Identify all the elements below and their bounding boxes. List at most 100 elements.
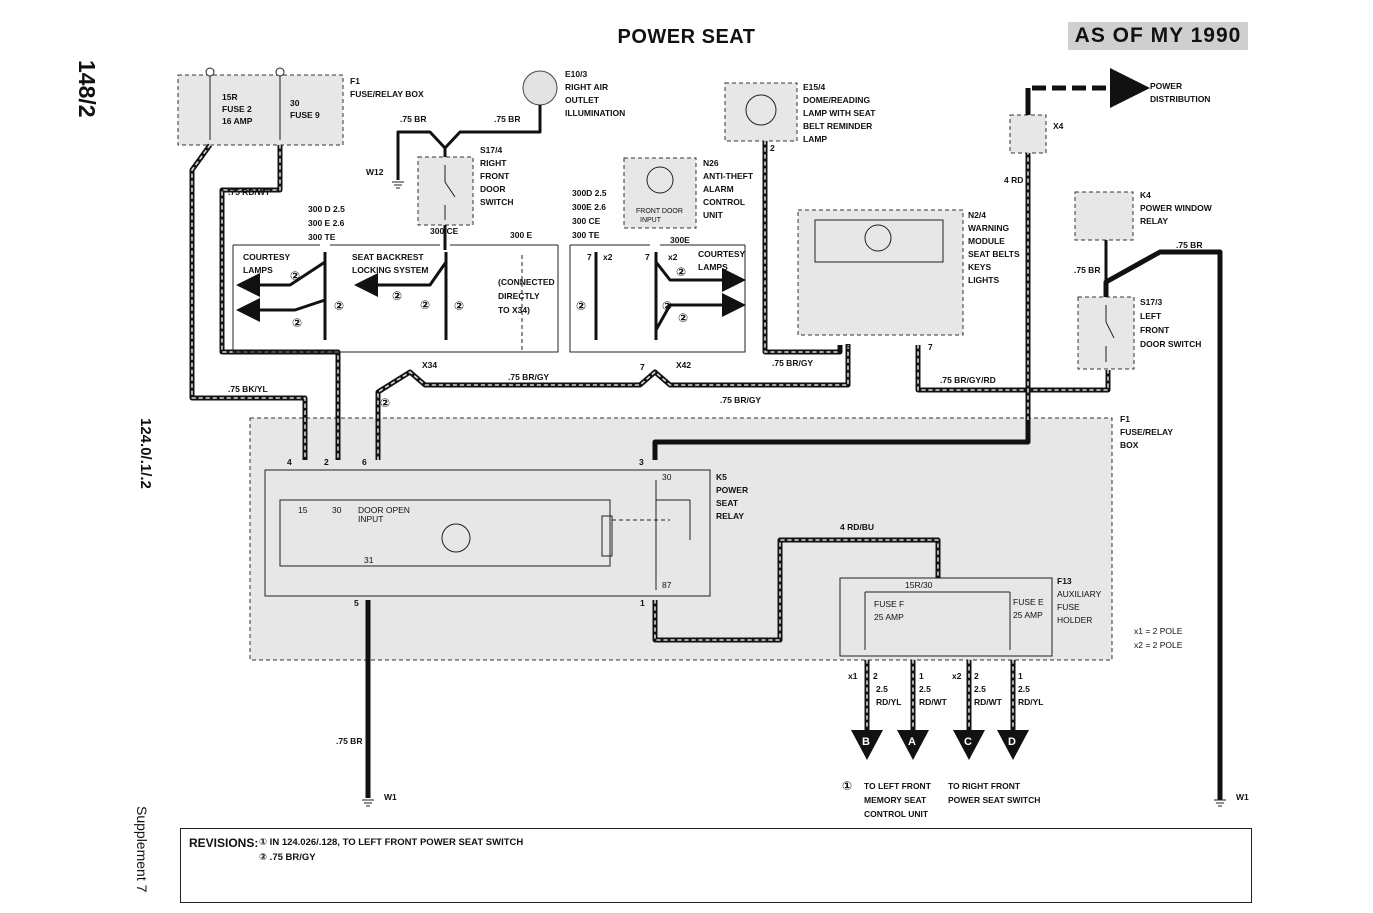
connector-c-icon [953,730,985,760]
wire-75brgyrd: .75 BR/GY/RD [940,375,996,385]
k5-door-2: INPUT [358,514,384,524]
n2-4-warning-module: N2/4 WARNING MODULE SEAT BELTS KEYS LIGH… [797,209,1020,336]
n26-l3: CONTROL [703,197,745,207]
note-2-b: ② [334,299,344,313]
k4-l1: POWER WINDOW [1140,203,1213,213]
s17-4-l2: FRONT [480,171,510,181]
k5-pin-30b: 30 [662,472,672,482]
f1-fuse2-a: 15R [222,92,238,102]
k5-power-seat-relay: 15 30 DOOR OPEN INPUT 31 30 87 K5 POWER … [264,469,748,597]
courtesy-right-2: LAMPS [698,262,728,272]
note-2-j: ② [678,311,688,325]
connector-d-icon [997,730,1029,760]
f1-main-fuse-relay-box: F1 FUSE/RELAY BOX [249,414,1173,661]
variant-left-1: 300 D 2.5 [308,204,345,214]
w12-label: W12 [366,167,384,177]
connector-x34: X34 [422,360,437,370]
e15-4-l4: LAMP [803,134,827,144]
f1-main-l1: FUSE/RELAY [1120,427,1173,437]
f1-fuse9-b: FUSE 9 [290,110,320,120]
k4-power-window-relay: K4 POWER WINDOW RELAY [1074,190,1213,241]
revision-line-2: ② .75 BR/GY [259,852,316,863]
f1-fuse9-a: 30 [290,98,300,108]
pin-5-n2: 5 [846,342,851,352]
e15-4-l1: DOME/READING [803,95,870,105]
x4-connector: X4 POWER DISTRIBUTION [1009,81,1210,154]
s17-3-l2: FRONT [1140,325,1170,335]
out-25-d: 2.5 [1018,684,1030,694]
power-distribution-2: DISTRIBUTION [1150,94,1210,104]
pin-7-a: 7 [587,252,592,262]
e15-4-id: E15/4 [803,82,825,92]
pin-x2-a: x2 [603,252,613,262]
f1-id: F1 [350,76,360,86]
variant-left-3: 300 TE [308,232,336,242]
f1-main-id: F1 [1120,414,1130,424]
wire-75br-w1: .75 BR [336,736,362,746]
f13-fuse-e-amp: 25 AMP [1013,610,1043,620]
wire-4rdbu: 4 RD/BU [840,522,874,532]
n2-4-l5: LIGHTS [968,275,999,285]
k4-id: K4 [1140,190,1151,200]
e15-4-l2: LAMP WITH SEAT [803,108,876,118]
courtesy-left-1: COURTESY [243,252,291,262]
n26-id: N26 [703,158,719,168]
e10-3-l1: RIGHT AIR [565,82,608,92]
s17-4-l1: RIGHT [480,158,507,168]
courtesy-right-1: COURTESY [698,249,746,259]
n26-anti-theft-unit: FRONT DOOR INPUT N26 ANTI-THEFT ALARM CO… [623,157,754,229]
e10-3-lamp: E10/3 RIGHT AIR OUTLET ILLUMINATION [522,69,625,118]
out-25-b: 2.5 [919,684,931,694]
e10-3-id: E10/3 [565,69,587,79]
out-pin-2-a: 2 [873,671,878,681]
k4-l2: RELAY [1140,216,1168,226]
model-year-badge: AS OF MY 1990 [1068,22,1248,50]
out-rdwt-a: RD/WT [919,697,948,707]
pin-2-e15: 2 [770,143,775,153]
f13-fuse-f: FUSE F [874,599,904,609]
pin-4-k5: 4 [287,457,292,467]
pin-x2-b: x2 [668,252,678,262]
k5-pin-87: 87 [662,580,672,590]
pin-2-k5: 2 [324,457,329,467]
wire-75br-k4: .75 BR [1176,240,1202,250]
f13-top: 15R/30 [905,580,933,590]
page-title: POWER SEAT [617,26,756,48]
out-pin-1-a: 1 [919,671,924,681]
k5-l2: SEAT [716,498,739,508]
note-2-a: ② [290,269,300,283]
k5-door-1: DOOR OPEN [358,505,410,515]
pin-3-k5: 3 [639,457,644,467]
k5-pin-31: 31 [364,555,374,565]
courtesy-left-2: LAMPS [243,265,273,275]
k5-pin-15: 15 [298,505,308,515]
s17-3-switch: S17/3 LEFT FRONT DOOR SWITCH [1077,296,1201,370]
ground-symbols [362,181,1226,807]
to-left-1: TO LEFT FRONT [864,781,932,791]
connected-2: DIRECTLY [498,291,540,301]
f1-fuse2-c: 16 AMP [222,116,253,126]
k5-l3: RELAY [716,511,744,521]
s17-4-switch: S17/4 RIGHT FRONT DOOR SWITCH [417,145,514,226]
pin-5-k5: 5 [354,598,359,608]
n2-4-l1: WARNING [968,223,1009,233]
x4-id: X4 [1053,121,1064,131]
wire-75br-k4b: .75 BR [1074,265,1100,275]
out-25-c: 2.5 [974,684,986,694]
connector-a-icon [897,730,929,760]
s17-3-id: S17/3 [1140,297,1162,307]
n2-4-l3: SEAT BELTS [968,249,1020,259]
wire-75bkyl: .75 BK/YL [228,384,268,394]
pin-7-b: 7 [645,252,650,262]
x-legend-1: x1 = 2 POLE [1134,626,1183,636]
connector-a-label: A [908,736,916,748]
note-2-f: ② [454,299,464,313]
f13-fuse-f-amp: 25 AMP [874,612,904,622]
wire-75brgy-1: .75 BR/GY [508,372,549,382]
power-distribution-1: POWER [1150,81,1182,91]
e15-4-l3: BELT REMINDER [803,121,872,131]
output-connectors: B A C D [851,730,1029,760]
connector-c-label: C [964,736,972,748]
out-x1: x1 [848,671,858,681]
n26-l4: UNIT [703,210,724,220]
